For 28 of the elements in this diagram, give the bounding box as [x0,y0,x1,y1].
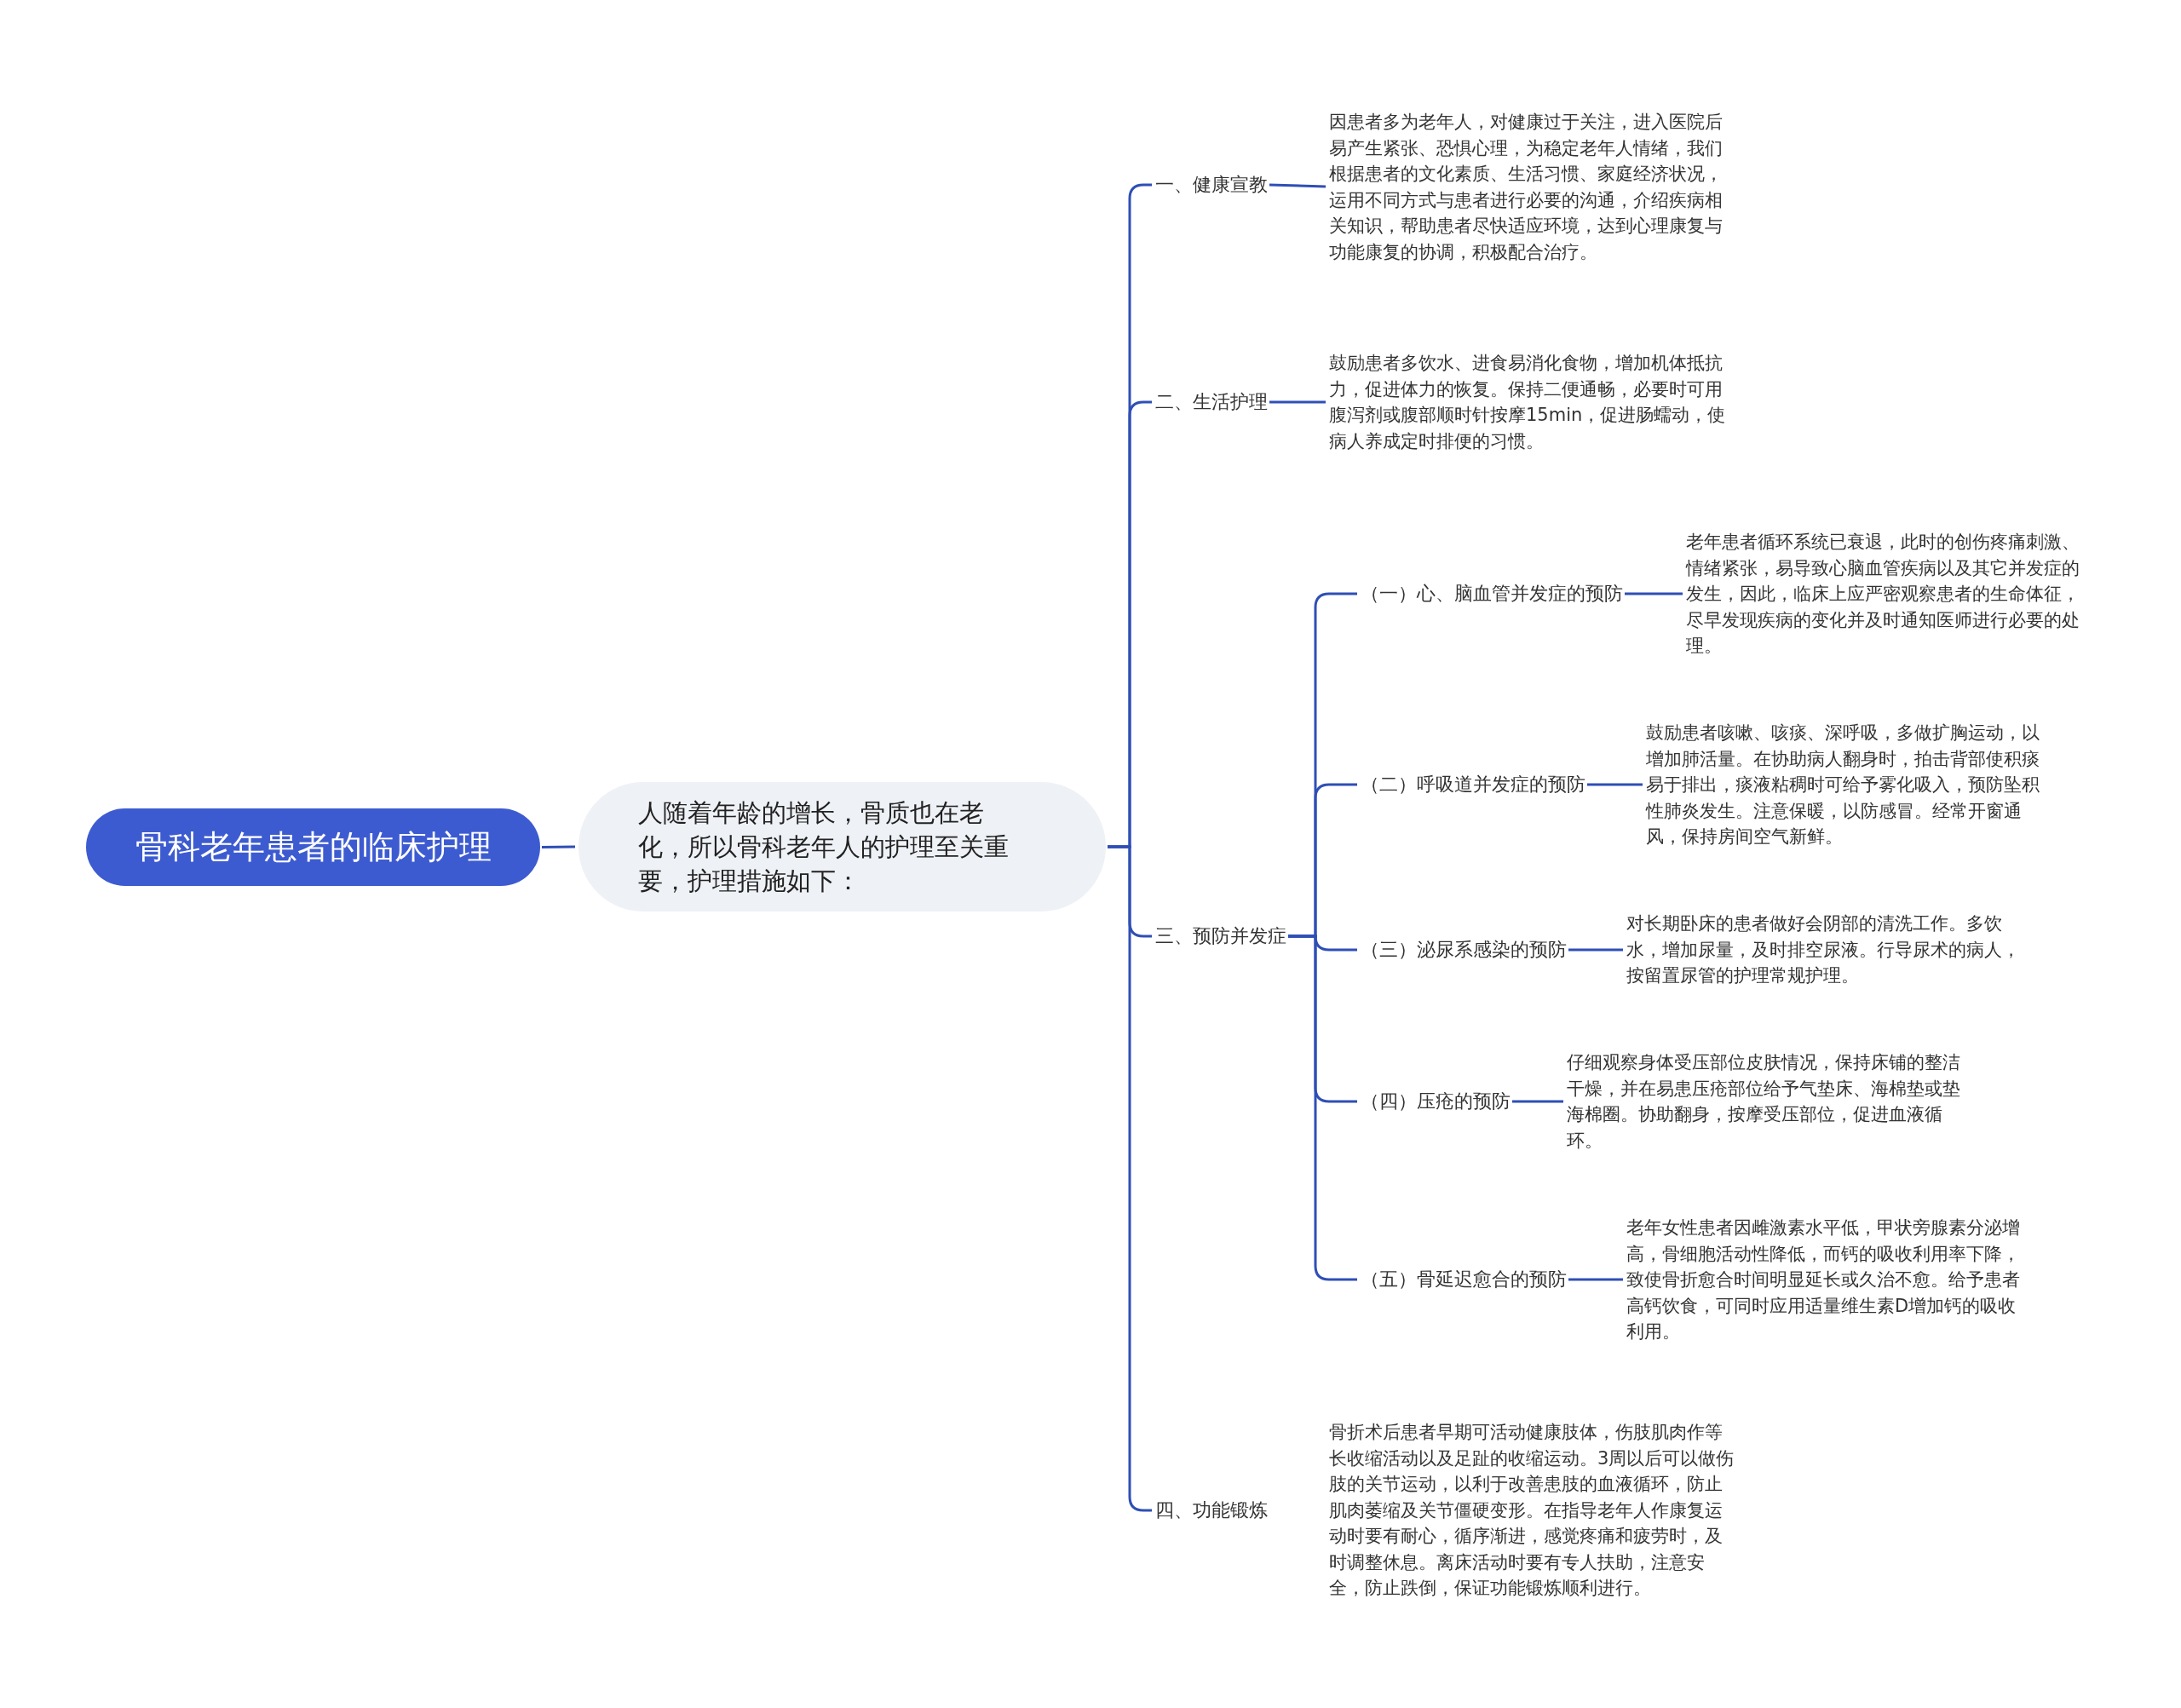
branch-label: （一）心、脑血管并发症的预防 [1361,581,1623,607]
branch-label: （三）泌尿系感染的预防 [1361,937,1567,963]
detail-text: 骨折术后患者早期可活动健康肢体，伤肢肌肉作等长收缩活动以及足趾的收缩运动。3周以后可以做伤肢的关节运动，以利于改善患肢的血液循环，防止肌肉萎缩及关节僵硬变形。在指导老年人作康复运动时要有耐心，循序渐进，感觉疼痛和疲劳时，及时调整休息。离床活动时要有专人扶助，注意安全，防止跌倒，保证功能锻炼顺利进行。 [1329,1419,1738,1602]
detail-text: 鼓励患者多饮水、进食易消化食物，增加机体抵抗力，促进体力的恢复。保持二便通畅，必要时可用腹泻剂或腹部顺时针按摩15min，促进肠蠕动，使病人养成定时排便的习惯。 [1329,350,1738,454]
topic-box: 骨科老年患者的临床护理 [86,808,540,886]
branch-label: 三、预防并发症 [1155,923,1286,949]
branch-label: （四）压疮的预防 [1361,1089,1511,1114]
connector-line [1625,592,1683,595]
branch-label: 一、健康宣教 [1155,172,1268,198]
branch-label: 二、生活护理 [1155,389,1268,415]
detail-text: 鼓励患者咳嗽、咳痰、深呼吸，多做扩胸运动，以增加肺活量。在协助病人翻身时，拍击背部使积痰易于排出，痰液粘稠时可给予雾化吸入，预防坠积性肺炎发生。注意保暖，以防感冒。经常开窗通风，保持房间空气新鲜。 [1646,719,2053,850]
connector-line [1568,1278,1623,1281]
connector-line [1269,400,1326,404]
detail-text: 老年女性患者因雌激素水平低，甲状旁腺素分泌增高，骨细胞活动性降低，而钙的吸收利用率下降，致使骨折愈合时间明显延长或久治不愈。给予患者高钙饮食，可同时应用适量维生素D增加钙的吸收利用。 [1626,1214,2034,1345]
detail-text: 老年患者循环系统已衰退，此时的创伤疼痛刺激、情绪紧张，易导致心脑血管疾病以及其它并发症的发生，因此，临床上应严密观察患者的生命体征，尽早发现疾病的变化并及时通知医师进行必要的处理。 [1686,528,2093,659]
summary-box: 人随着年龄的增长，骨质也在老化，所以骨科老年人的护理至关重要，护理措施如下： [578,782,1106,912]
detail-text: 因患者多为老年人，对健康过于关注，进入医院后易产生紧张、恐惧心理，为稳定老年人情绪，我们根据患者的文化素质、生活习惯、家庭经济状况，运用不同方式与患者进行必要的沟通，介绍疾病相关知识，帮助患者尽快适应环境，达到心理康复与功能康复的协调，积极配合治疗。 [1329,108,1738,265]
detail-text: 仔细观察身体受压部位皮肤情况，保持床铺的整洁干燥，并在易患压疮部位给予气垫床、海棉垫或垫海棉圈。协助翻身，按摩受压部位，促进血液循环。 [1567,1050,1974,1153]
branch-label: （二）呼吸道并发症的预防 [1361,772,1585,797]
connector-line [541,845,576,848]
connector-line [1512,1100,1563,1103]
branch-label: 四、功能锻炼 [1155,1498,1268,1523]
connector-line [1568,948,1623,952]
detail-text: 对长期卧床的患者做好会阴部的清洗工作。多饮水，增加尿量，及时排空尿液。行导尿术的病人，按留置尿管的护理常规护理。 [1626,911,2034,989]
connector-line [1587,783,1643,786]
connector-line [1288,935,1357,1281]
branch-label: （五）骨延迟愈合的预防 [1361,1267,1567,1292]
connector-line [1269,183,1326,188]
